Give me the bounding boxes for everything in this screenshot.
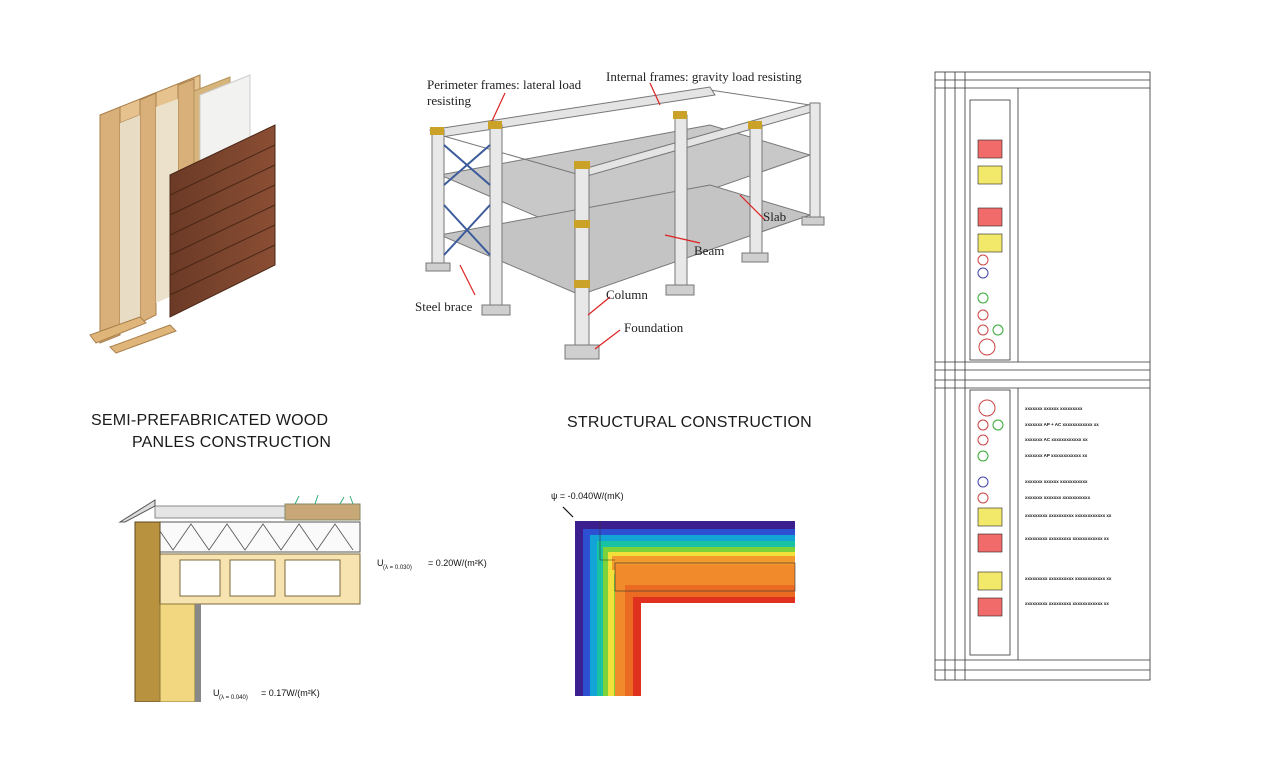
u-roof-value: = 0.20W/(m²K) <box>428 558 487 568</box>
structural-caption: STRUCTURAL CONSTRUCTION <box>567 414 812 431</box>
internal-label: Internal frames: gravity load resisting <box>606 69 802 84</box>
plan-legend-0: xxxxxxx xxxxxx xxxxxxxxx <box>1025 406 1083 411</box>
u-wall-value: = 0.17W/(m²K) <box>261 688 320 698</box>
roof-section-detail: U (λ = 0.030) = 0.20W/(m²K) U (λ = 0.040… <box>118 494 487 702</box>
slab-label: Slab <box>763 209 786 224</box>
plan-legend-8: xxxxxxxxx xxxxxxxxxx xxxxxxxxxxxx xx <box>1025 576 1112 581</box>
u-wall-sub: (λ = 0.040) <box>219 695 248 701</box>
thermal-bridge-map: ψ = -0.040W/(mK) <box>551 491 800 696</box>
wood-caption-line1: SEMI-PREFABRICATED WOOD <box>91 412 329 429</box>
beam-label: Beam <box>694 243 724 258</box>
perimeter-label-1: Perimeter frames: lateral load <box>427 77 582 92</box>
plan-legend-3: xxxxxxx AP xxxxxxxxxxxx xx <box>1025 453 1088 458</box>
plan-drawing: xxxxxxx xxxxxx xxxxxxxxx xxxxxxx AP + AC… <box>934 71 1151 681</box>
wood-panel-illustration <box>89 74 276 354</box>
column-label: Column <box>606 287 648 302</box>
plan-legend-2: xxxxxxx AC xxxxxxxxxxxx xx <box>1025 437 1088 442</box>
u-roof-main: U <box>377 558 384 568</box>
foundation-label: Foundation <box>624 320 684 335</box>
perimeter-label-2: resisting <box>427 93 472 108</box>
plan-legend-6: xxxxxxxxx xxxxxxxxxx xxxxxxxxxxxx xx <box>1025 513 1112 518</box>
plan-legend-7: xxxxxxxxx xxxxxxxxx xxxxxxxxxxxx xx <box>1025 536 1109 541</box>
structural-frame-diagram: Perimeter frames: lateral load resisting… <box>415 69 825 360</box>
steel-brace-label: Steel brace <box>415 299 473 314</box>
u-roof-sub: (λ = 0.030) <box>383 565 412 571</box>
plan-legend-9: xxxxxxxxx xxxxxxxxx xxxxxxxxxxxx xx <box>1025 601 1109 606</box>
wood-caption-line2: PANLES CONSTRUCTION <box>132 434 332 451</box>
plan-legend-4: xxxxxxx xxxxxx xxxxxxxxxxx <box>1025 479 1088 484</box>
psi-label: ψ = -0.040W/(mK) <box>551 491 624 501</box>
u-wall-main: U <box>213 688 220 698</box>
plan-legend-1: xxxxxxx AP + AC xxxxxxxxxxxx xx <box>1025 422 1099 427</box>
plan-legend-5: xxxxxxx xxxxxxx xxxxxxxxxxx <box>1025 495 1091 500</box>
